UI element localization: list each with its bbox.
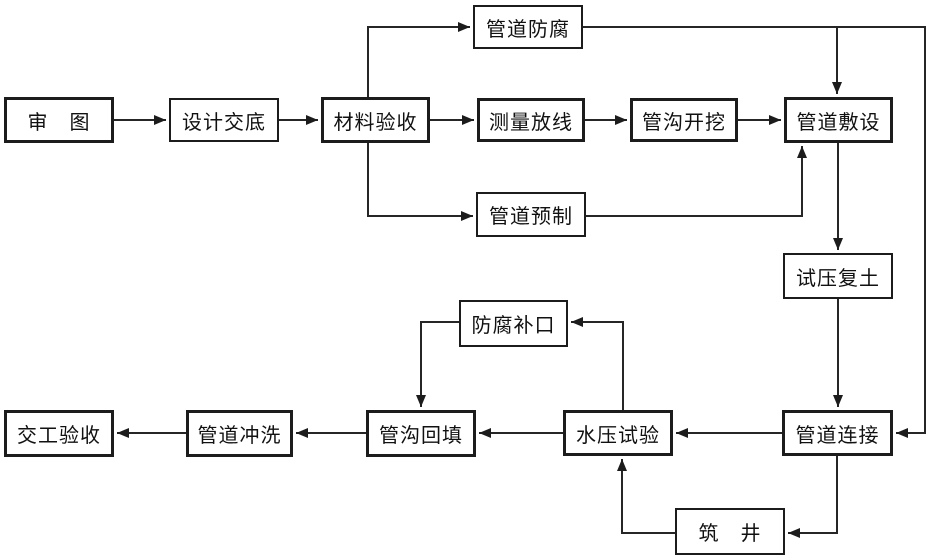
- node-guandao-yuzhi: 管道预制: [476, 192, 586, 237]
- connector-cailiao-to-fangfu: [367, 22, 470, 97]
- node-fangfu-bukou: 防腐补口: [459, 300, 568, 347]
- node-guandao-fangfu: 管道防腐: [473, 5, 583, 49]
- node-label: 交工验收: [17, 425, 101, 447]
- connector-zhujing-to-shuiya: [617, 459, 675, 534]
- node-label: 测量放线: [489, 111, 573, 134]
- node-guandao-lianjie: 管道连接: [782, 410, 893, 456]
- node-guandao-chongxi: 管道冲洗: [186, 410, 293, 457]
- node-shen-tu: 审 图: [4, 97, 114, 143]
- node-label: 筑 井: [698, 523, 762, 545]
- connector-shuiya-to-fangfubukou: [571, 317, 624, 410]
- connector-lianjie-to-zhujing: [788, 456, 838, 538]
- node-label: 管沟开挖: [642, 111, 726, 134]
- node-zhu-jing: 筑 井: [675, 508, 785, 555]
- node-label: 防腐补口: [471, 315, 556, 337]
- node-label: 管沟回填: [379, 425, 463, 447]
- node-label: 材料验收: [333, 111, 418, 134]
- node-jiaogong-yanshou: 交工验收: [4, 410, 114, 457]
- node-label: 水压试验: [576, 424, 660, 447]
- node-label: 管道敷设: [796, 111, 881, 134]
- node-celiang-fangxian: 测量放线: [477, 98, 585, 142]
- node-sheji-jiaodi: 设计交底: [169, 98, 279, 142]
- connector-fangfubukou-to-huitian: [416, 321, 459, 407]
- connector-yuzhi-to-fushe: [586, 146, 807, 217]
- node-shuiya-shiyan: 水压试验: [563, 410, 673, 456]
- node-label: 审 图: [27, 111, 91, 134]
- node-cailiao-yanshou: 材料验收: [321, 97, 430, 143]
- connector-fangfu-to-lianjie: [583, 26, 926, 438]
- node-label: 管道预制: [489, 206, 573, 228]
- node-guangou-huitian: 管沟回填: [366, 410, 476, 457]
- node-label: 管道连接: [795, 424, 880, 447]
- connector-cailiao-to-yuzhi: [367, 143, 473, 221]
- node-label: 管道冲洗: [197, 425, 282, 447]
- node-shiya-futu: 试压复土: [783, 253, 893, 299]
- node-label: 管道防腐: [486, 18, 570, 41]
- node-guandao-fushe: 管道敷设: [784, 97, 893, 143]
- node-label: 设计交底: [182, 111, 266, 134]
- node-label: 试压复土: [796, 267, 880, 290]
- node-guangou-kaiwa: 管沟开挖: [630, 98, 738, 142]
